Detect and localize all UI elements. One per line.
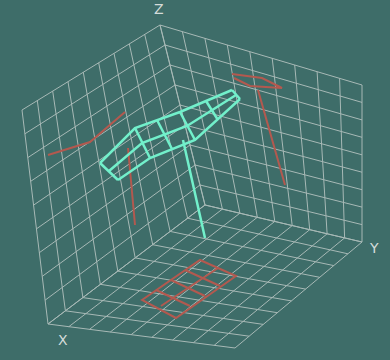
cube-grid xyxy=(22,25,362,348)
grid-line xyxy=(22,25,160,110)
wing-rib xyxy=(100,163,118,180)
grid-line xyxy=(170,65,362,120)
red-projections xyxy=(48,74,285,318)
grid-line xyxy=(118,271,292,301)
grid-line xyxy=(152,226,292,338)
wing-surface xyxy=(100,90,240,238)
grid-line xyxy=(317,72,327,234)
right-wall-projection xyxy=(258,90,285,185)
wing-edge xyxy=(118,99,240,180)
grid-line xyxy=(160,25,205,205)
grid-line xyxy=(153,245,320,278)
grid-line xyxy=(235,242,362,348)
grid-line xyxy=(362,85,363,242)
wing-rib xyxy=(135,128,150,158)
grid-line xyxy=(39,145,190,253)
grid-line xyxy=(195,165,362,207)
grid-line xyxy=(295,65,310,230)
grid-line xyxy=(145,34,188,218)
grid-line xyxy=(65,311,249,336)
grid-line xyxy=(160,25,205,205)
grid-line xyxy=(37,101,65,311)
wing-rib xyxy=(232,90,240,99)
grid-line xyxy=(25,45,165,134)
grid-line xyxy=(31,85,175,181)
grid-line xyxy=(135,258,305,289)
grid-line xyxy=(53,91,83,298)
grid-line xyxy=(22,110,48,324)
floor-projection xyxy=(156,290,190,306)
left-wall-projection xyxy=(128,148,135,225)
grid-line xyxy=(110,217,257,332)
grid-line xyxy=(90,213,240,329)
floor-projection xyxy=(171,280,205,296)
grid-line xyxy=(205,205,362,242)
grid-line xyxy=(48,324,235,348)
grid-line xyxy=(165,45,362,102)
grid-line xyxy=(69,209,223,327)
grid-line xyxy=(28,65,170,158)
grid-line xyxy=(129,44,170,232)
grid-line xyxy=(83,298,263,325)
wing-rib xyxy=(206,101,218,120)
grid-line xyxy=(48,205,205,324)
grid-line xyxy=(42,165,195,276)
grid-line xyxy=(160,25,362,85)
floor-projection xyxy=(185,270,220,286)
floor-projection xyxy=(142,260,236,318)
wing-edge xyxy=(109,95,236,171)
axis-label: Z xyxy=(154,1,164,17)
wing-rib xyxy=(180,112,195,140)
grid-line xyxy=(48,205,205,324)
grid-line xyxy=(214,238,344,345)
axis-label: X xyxy=(58,332,68,348)
floor-projection xyxy=(161,268,218,306)
grid-line xyxy=(200,185,362,225)
grid-line xyxy=(83,72,118,271)
grid-line xyxy=(340,78,345,238)
grid-line xyxy=(131,221,275,334)
grid-line xyxy=(185,125,362,172)
grid-line xyxy=(272,58,292,225)
grid-line xyxy=(205,205,362,242)
wing-stem xyxy=(183,140,205,238)
axis-label: Y xyxy=(370,240,379,256)
right-wall-projection xyxy=(232,74,282,88)
wing-rib xyxy=(157,120,172,149)
